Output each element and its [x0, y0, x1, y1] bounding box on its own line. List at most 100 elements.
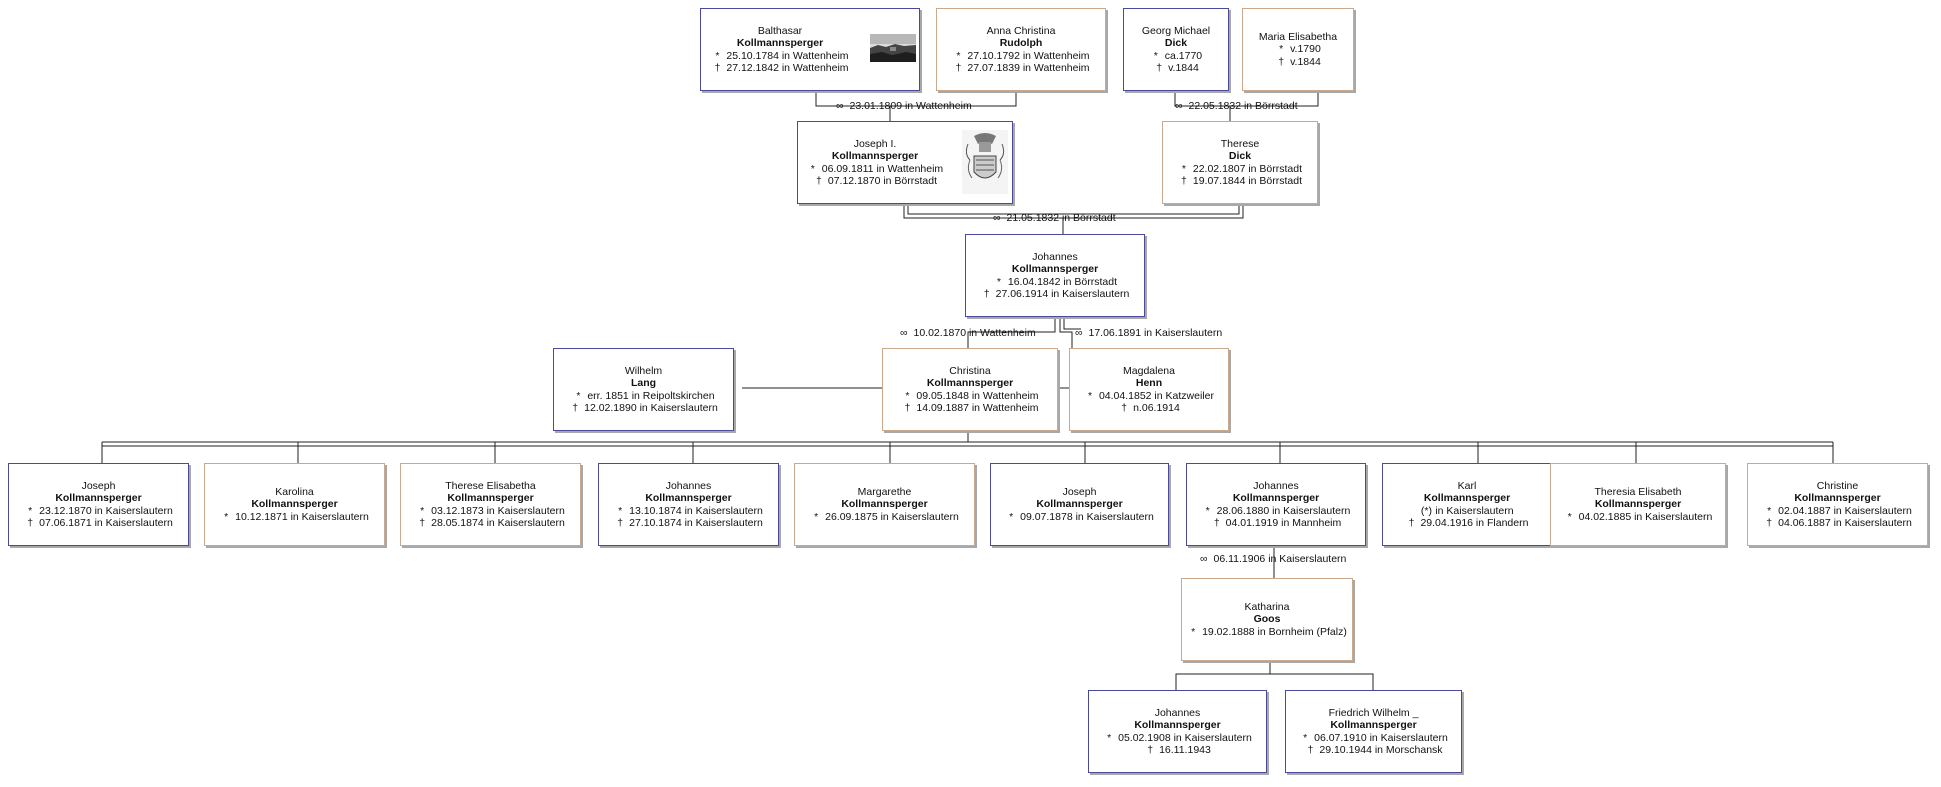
- life-event: * 25.10.1784 in Wattenheim: [711, 50, 848, 63]
- given-name: Wilhelm: [624, 364, 663, 377]
- surname: Kollmannsperger: [831, 150, 919, 162]
- event-text: 13.10.1874 in Kaiserslautern: [629, 504, 763, 517]
- event-text: 16.11.1943: [1159, 744, 1211, 756]
- birth-icon: *: [618, 504, 623, 517]
- life-event: * ca.1770: [1150, 50, 1202, 63]
- surname: Kollmannsperger: [251, 498, 338, 511]
- given-name: Therese: [1220, 137, 1260, 150]
- life-event: † v.1844: [1275, 56, 1321, 69]
- person-card-maria-elisabetha[interactable]: Maria Elisabetha* v.1790† v.1844: [1242, 8, 1354, 91]
- death-icon: †: [1156, 62, 1163, 74]
- birth-icon: *: [420, 504, 425, 517]
- life-event: * 06.07.1910 in Kaiserslautern: [1299, 732, 1448, 745]
- birth-icon: *: [715, 49, 720, 62]
- given-name: Johannes: [1154, 706, 1201, 719]
- marriage-label: ∞23.01.1809 in Wattenheim: [836, 100, 972, 112]
- life-event: * 19.02.1888 in Bornheim (Pfalz): [1187, 626, 1347, 639]
- couple-connector: [1174, 92, 1319, 107]
- marriage-icon: ∞: [1200, 553, 1208, 565]
- life-event: * 04.02.1885 in Kaiserslautern: [1564, 511, 1713, 524]
- event-text: 28.06.1880 in Kaiserslautern: [1216, 504, 1351, 517]
- death-icon: †: [1307, 744, 1314, 756]
- given-name: Johannes: [1253, 479, 1299, 492]
- death-icon: †: [714, 62, 721, 74]
- death-icon: †: [1408, 517, 1415, 529]
- life-event: * 13.10.1874 in Kaiserslautern: [614, 505, 763, 518]
- life-event: * v.1790: [1275, 43, 1321, 56]
- event-text: 27.10.1874 in Kaiserslautern: [629, 517, 763, 529]
- birth-icon: *: [1181, 162, 1186, 175]
- event-text: 07.06.1871 in Kaiserslautern: [39, 517, 173, 529]
- birth-icon: *: [956, 49, 961, 62]
- event-text: 03.12.1873 in Kaiserslautern: [431, 504, 565, 517]
- marriage-label: ∞22.05.1832 in Börrstadt: [1175, 100, 1298, 112]
- given-name: Balthasar: [757, 24, 803, 37]
- surname: Goos: [1253, 613, 1281, 626]
- life-event: † 27.07.1839 in Wattenheim: [952, 62, 1090, 75]
- surname: Kollmannsperger: [1011, 263, 1099, 275]
- surname: Kollmannsperger: [1594, 498, 1682, 511]
- event-text: 16.04.1842 in Börrstadt: [1007, 275, 1118, 288]
- event-text: v.1790: [1290, 43, 1321, 56]
- birth-icon: *: [905, 389, 910, 402]
- marriage-label: ∞17.06.1891 in Kaiserslautern: [1075, 327, 1223, 339]
- event-text: 14.09.1887 in Wattenheim: [916, 402, 1039, 414]
- birth-icon: *: [1153, 49, 1158, 62]
- life-event: † 27.10.1874 in Kaiserslautern: [614, 517, 763, 530]
- event-text: err. 1851 in Reipoltskirchen: [587, 389, 715, 402]
- life-event: † 14.09.1887 in Wattenheim: [901, 402, 1039, 415]
- birth-icon: *: [1205, 504, 1210, 517]
- couple-connector: [907, 205, 1240, 215]
- event-text: 07.12.1870 in Börrstadt: [827, 175, 938, 187]
- birth-icon: *: [1191, 625, 1196, 638]
- event-text: 19.07.1844 in Börrstadt: [1192, 175, 1303, 187]
- event-text: 10.12.1871 in Kaiserslautern: [235, 510, 369, 523]
- event-text: v.1844: [1290, 55, 1321, 68]
- event-text: 05.02.1908 in Kaiserslautern: [1118, 731, 1252, 744]
- birth-icon: *: [814, 510, 819, 523]
- surname: Kollmannsperger: [1232, 492, 1320, 504]
- life-event: * 10.12.1871 in Kaiserslautern: [220, 511, 369, 524]
- life-event: * 27.10.1792 in Wattenheim: [952, 50, 1089, 63]
- surname: Kollmannsperger: [1036, 498, 1123, 511]
- life-event: * 09.07.1878 in Kaiserslautern: [1005, 511, 1154, 524]
- event-text: n.06.1914: [1133, 402, 1180, 414]
- event-text: 27.07.1839 in Wattenheim: [967, 62, 1090, 74]
- life-event: † 28.05.1874 in Kaiserslautern: [416, 517, 565, 530]
- given-name: Christine: [1816, 479, 1859, 492]
- death-icon: †: [1213, 517, 1220, 529]
- event-text: 12.02.1890 in Kaiserslautern: [584, 402, 718, 414]
- event-text: 09.07.1878 in Kaiserslautern: [1020, 510, 1154, 523]
- birth-icon: *: [1279, 43, 1284, 56]
- life-event: † 12.02.1890 in Kaiserslautern: [569, 402, 718, 415]
- life-event: † 16.11.1943: [1144, 744, 1211, 757]
- given-name: Joseph: [1062, 485, 1097, 498]
- event-text: 29.04.1916 in Flandern: [1420, 517, 1529, 529]
- birth-icon: *: [28, 504, 33, 517]
- person-card-grandchild[interactable]: Friedrich Wilhelm _Kollmannsperger* 06.0…: [1285, 690, 1462, 773]
- given-name: Karl: [1457, 479, 1477, 492]
- event-text: 25.10.1784 in Wattenheim: [726, 49, 849, 62]
- given-name: Christina: [949, 364, 991, 377]
- birth-icon: *: [1087, 389, 1093, 402]
- event-text: 09.05.1848 in Wattenheim: [916, 389, 1039, 402]
